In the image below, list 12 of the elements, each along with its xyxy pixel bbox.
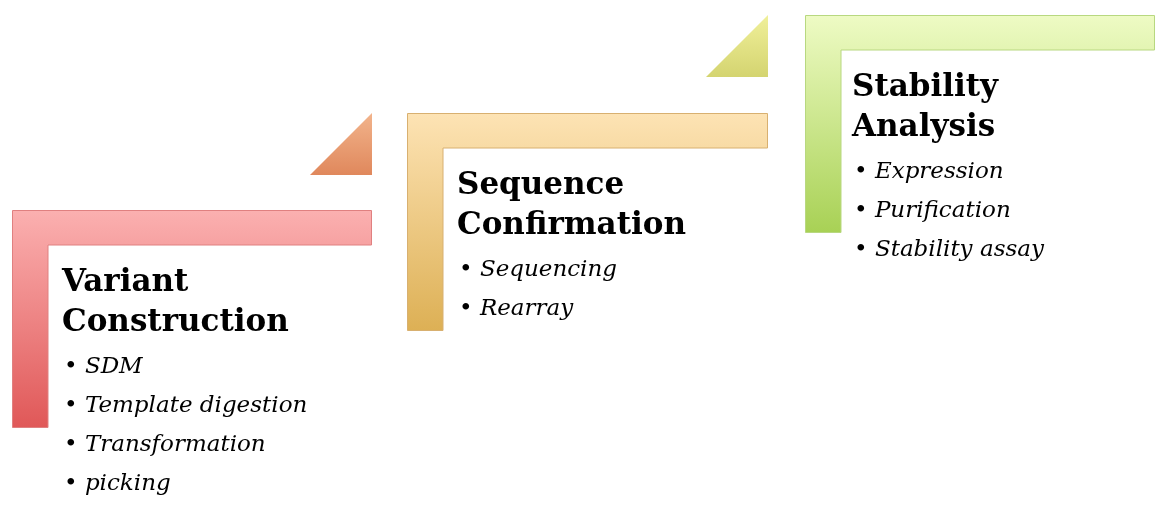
step-heading: Stability Analysis <box>852 66 1000 145</box>
step-heading: Sequence Confirmation <box>457 164 687 243</box>
bullet-item: • Expression <box>854 156 1005 185</box>
bullet-item: • Template digestion <box>64 390 309 419</box>
bullet-item: • Sequencing <box>459 254 618 283</box>
bullet-item: • Transformation <box>64 429 267 458</box>
step-heading: Variant Construction <box>62 261 290 340</box>
bullet-item: • Purification <box>854 195 1012 224</box>
bullet-item: • Stability assay <box>854 234 1045 263</box>
bullet-item: • picking <box>64 468 172 497</box>
bullet-item: • Rearray <box>459 293 575 322</box>
bullet-item: • SDM <box>64 351 144 380</box>
